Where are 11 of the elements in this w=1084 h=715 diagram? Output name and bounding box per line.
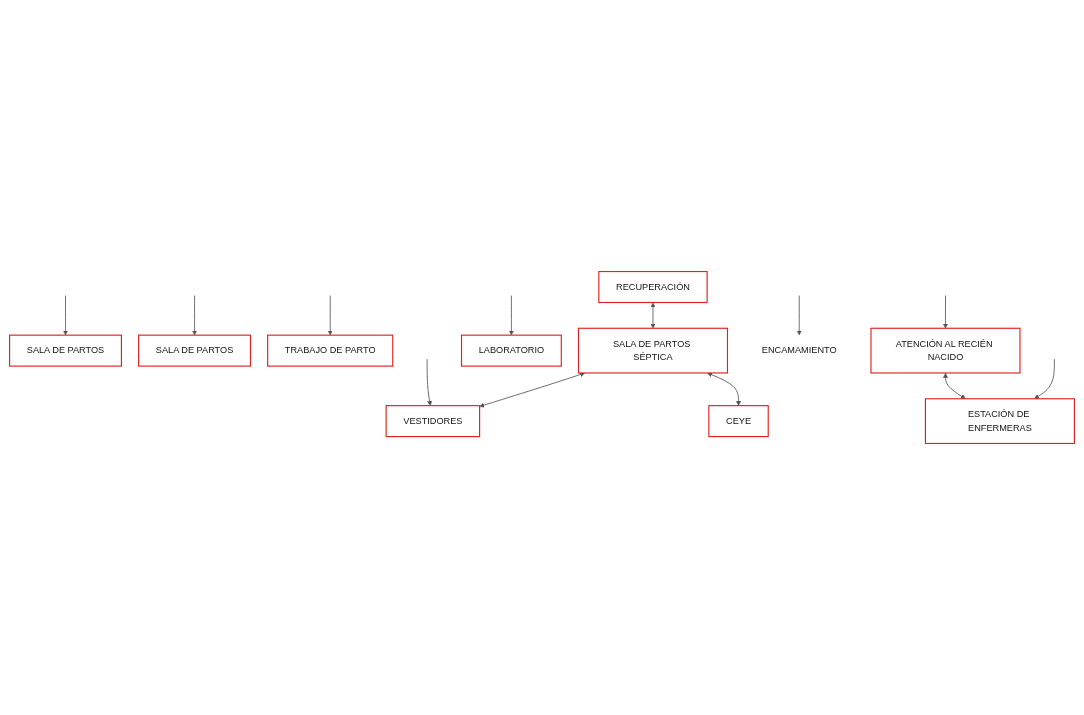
node-box: TRABAJO DE PARTO bbox=[267, 334, 394, 367]
node-box: SALA DE PARTOS SÉPTICA bbox=[577, 327, 729, 374]
node-box: SALA DE PARTOS bbox=[9, 334, 122, 367]
node-text: ENCAMAMIENTO bbox=[761, 345, 837, 356]
node-box: VESTIDORES bbox=[385, 405, 481, 438]
node-box: RECUPERACIÓN bbox=[598, 270, 708, 304]
node-box: SALA DE PARTOS bbox=[138, 334, 252, 367]
node-box: CEYE bbox=[708, 405, 769, 438]
node-box: ATENCIÓN AL RECIÉN NACIDO bbox=[870, 327, 1021, 374]
node-box: ESTACIÓN DE ENFERMERAS bbox=[924, 398, 1075, 445]
node-box: LABORATORIO bbox=[460, 334, 562, 367]
